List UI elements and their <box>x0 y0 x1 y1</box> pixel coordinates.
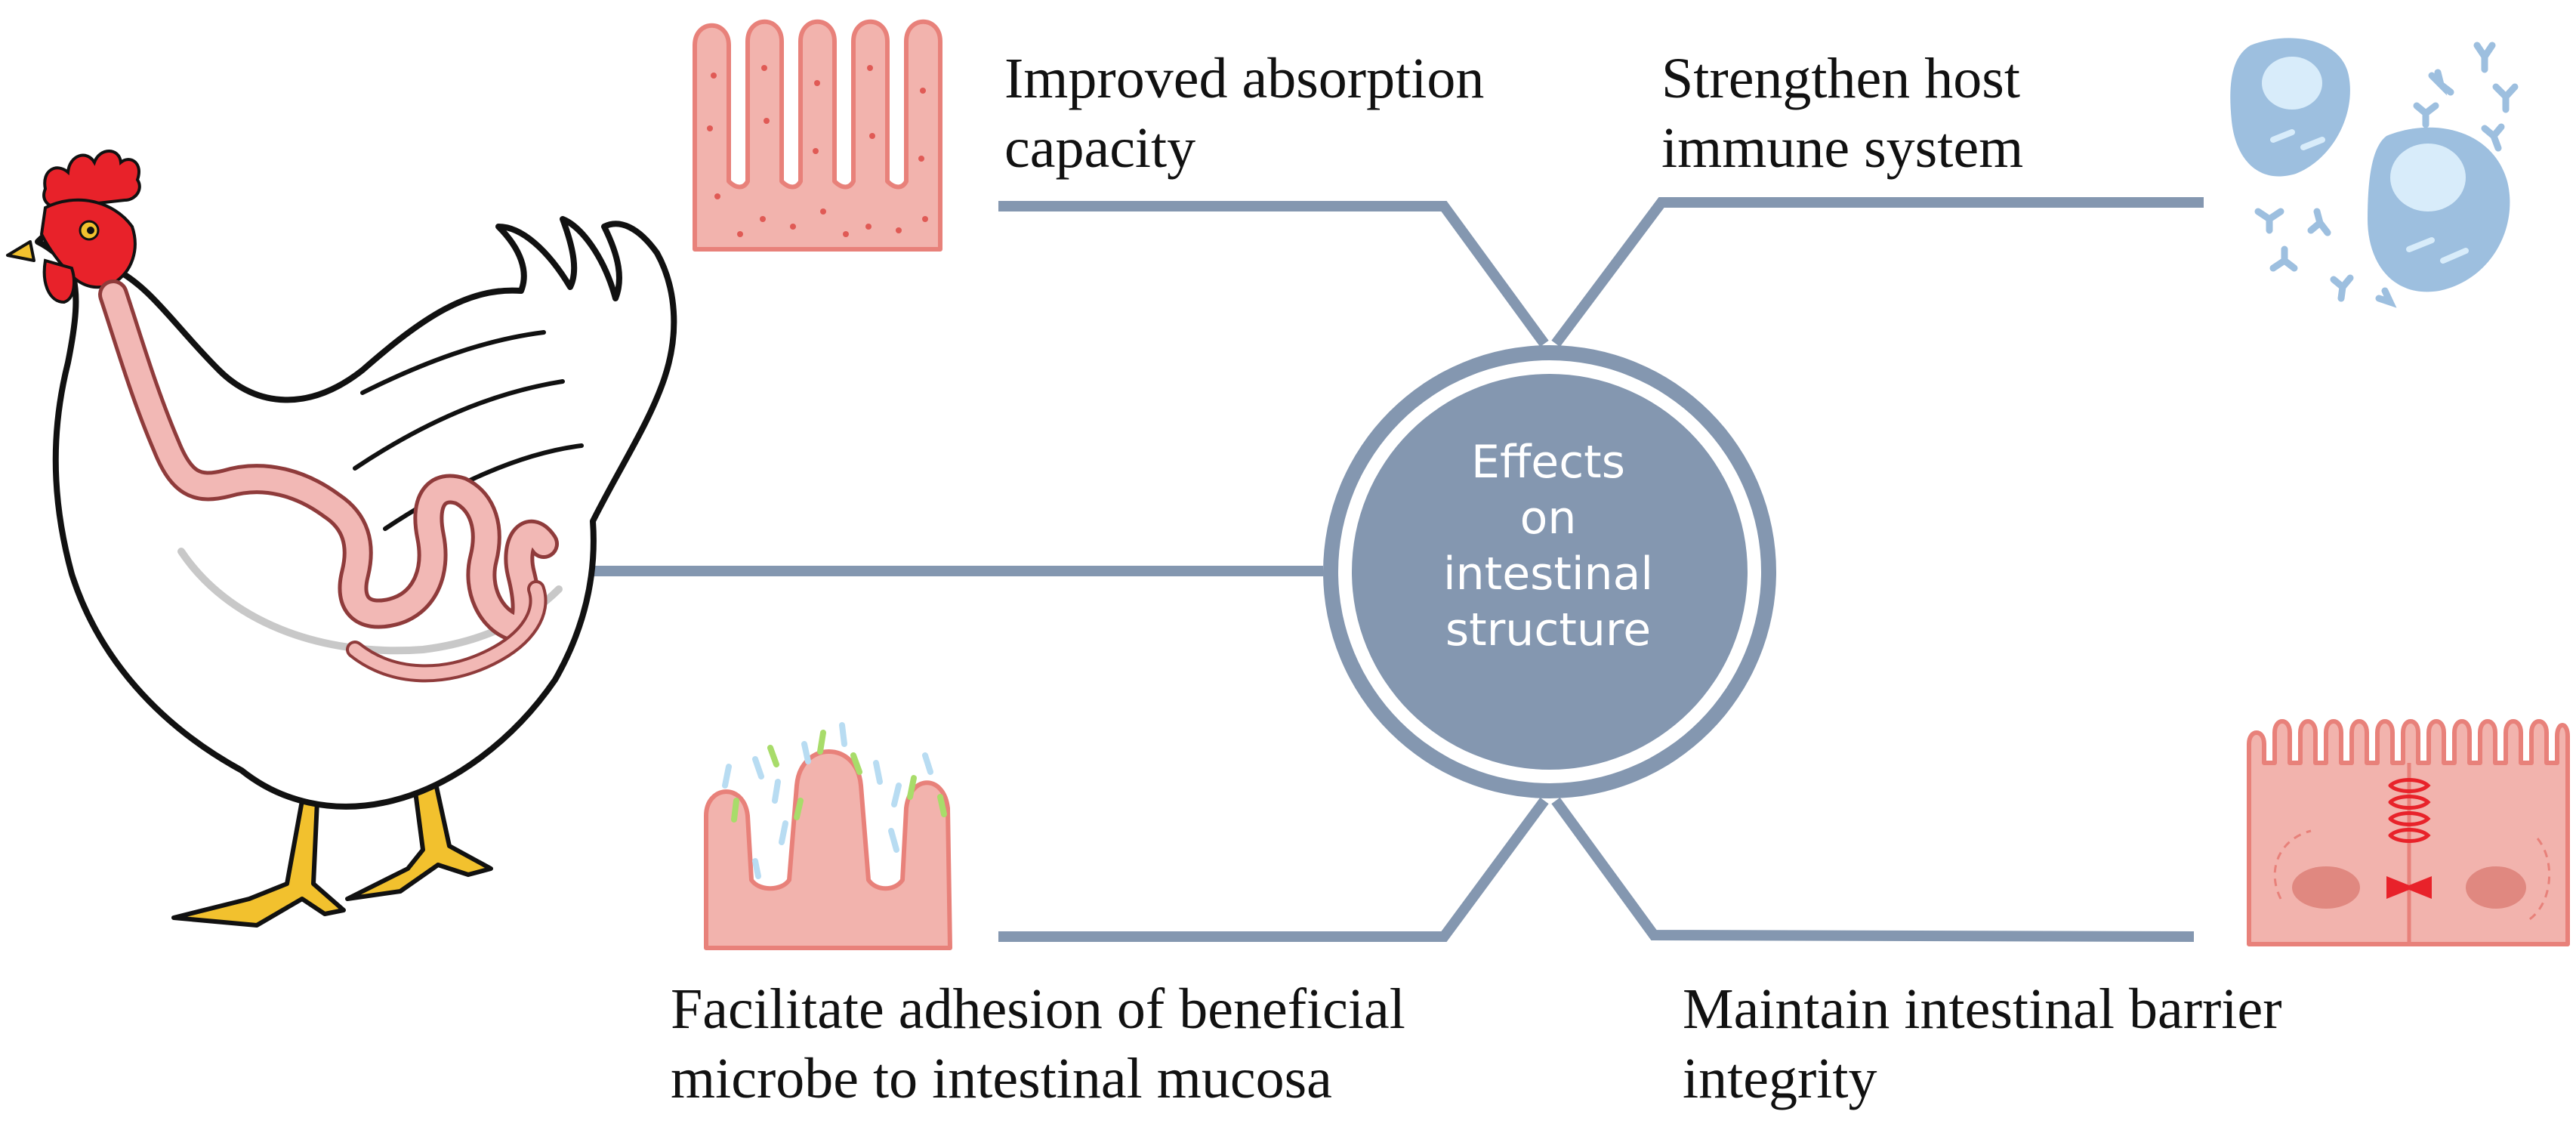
chicken-legs <box>171 757 493 928</box>
label-adhesion-line-2: microbe to intestinal mucosa <box>671 1047 1332 1110</box>
label-absorption-line-2: capacity <box>1004 116 1196 180</box>
chicken-illustration <box>6 150 677 928</box>
connector-adhesion <box>998 797 1549 942</box>
intestinal-villi-icon <box>693 19 942 252</box>
immune-cells-antibodies-icon <box>2230 38 2519 308</box>
chicken-wattle <box>42 258 76 304</box>
epithelial-tight-junction-icon <box>2247 719 2570 946</box>
center-line-4: structure <box>1445 604 1652 656</box>
center-line-3: intestinal <box>1442 548 1654 600</box>
chicken-wing <box>353 330 584 531</box>
label-improved-absorption: Improved absorption capacity <box>1004 44 1484 183</box>
center-title: Effects on intestinal structure <box>1352 434 1745 658</box>
chicken-comb <box>42 150 141 210</box>
label-absorption-line-1: Improved absorption <box>1004 47 1485 110</box>
label-barrier-line-2: integrity <box>1683 1047 1877 1110</box>
chicken-beak <box>6 240 35 262</box>
label-barrier-line-1: Maintain intestinal barrier <box>1683 977 2282 1041</box>
label-maintain-barrier: Maintain intestinal barrier integrity <box>1683 974 2282 1113</box>
label-immune-line-2: immune system <box>1661 116 2024 180</box>
connector-barrier <box>1551 797 2195 942</box>
label-immune-line-1: Strengthen host <box>1661 47 2020 110</box>
center-inner-circle <box>1352 374 1748 770</box>
label-facilitate-adhesion: Facilitate adhesion of beneficial microb… <box>671 974 1405 1113</box>
chicken-digestive-tract <box>98 279 559 683</box>
label-adhesion-line-1: Facilitate adhesion of beneficial <box>671 977 1405 1041</box>
center-node <box>1323 345 1776 798</box>
connector-absorption <box>998 201 1549 347</box>
microbe-adhesion-villi-icon <box>704 722 952 950</box>
label-strengthen-immune: Strengthen host immune system <box>1661 44 2023 183</box>
center-line-2: on <box>1519 492 1577 545</box>
center-line-1: Effects <box>1471 436 1625 489</box>
connector-immune <box>1551 197 2204 347</box>
connector-lines <box>461 197 2204 942</box>
